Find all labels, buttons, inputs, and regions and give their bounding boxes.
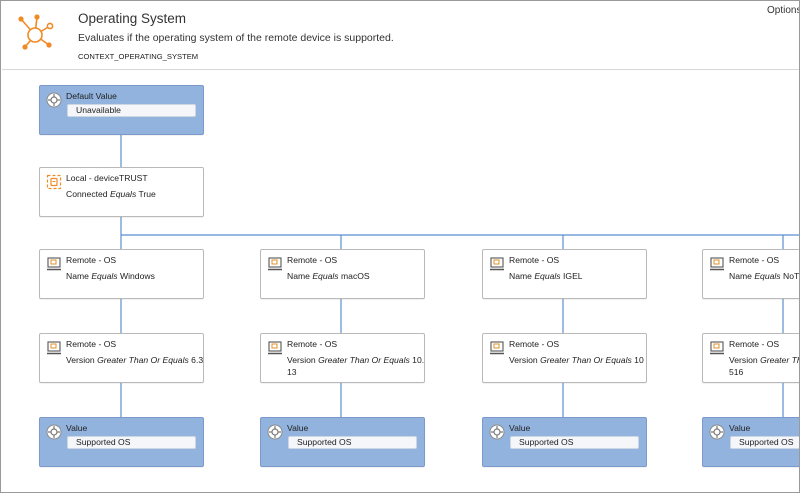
- node-title: Remote - OS: [66, 339, 117, 349]
- node-title: Remote - OS: [287, 255, 338, 265]
- value-field: Supported OS: [510, 436, 639, 449]
- node-condition-wrap: 516: [729, 367, 744, 377]
- remote-computer-icon: [490, 341, 504, 355]
- node-condition-wrap: 13: [287, 367, 297, 377]
- remote-computer-icon: [47, 257, 61, 271]
- node-title: Local - deviceTRUST: [66, 173, 148, 183]
- default-value-field: Unavailable: [67, 104, 196, 117]
- os-version-condition-node[interactable]: Remote - OS Version Greater Than Or Equal…: [39, 333, 204, 383]
- os-version-condition-node[interactable]: Remote - OS Version Greater Th 516: [702, 333, 800, 383]
- os-name-condition-node[interactable]: Remote - OS Name Equals macOS: [260, 249, 425, 299]
- node-title: Remote - OS: [287, 339, 338, 349]
- options-button[interactable]: Options: [767, 5, 800, 16]
- value-field: Supported OS: [67, 436, 196, 449]
- os-version-condition-node[interactable]: Remote - OS Version Greater Than Or Equal…: [260, 333, 425, 383]
- node-condition: Version Greater Than Or Equals 10: [509, 355, 644, 365]
- os-name-condition-node[interactable]: Remote - OS Name Equals IGEL: [482, 249, 647, 299]
- node-condition: Name Equals NoT: [729, 271, 800, 281]
- node-title: Remote - OS: [509, 255, 560, 265]
- value-field: Supported OS: [730, 436, 799, 449]
- node-title: Remote - OS: [729, 255, 780, 265]
- node-title: Value: [287, 423, 309, 433]
- node-title: Remote - OS: [509, 339, 560, 349]
- node-condition: Name Equals Windows: [66, 271, 155, 281]
- node-condition: Version Greater Than Or Equals 10.: [287, 355, 425, 365]
- header-divider: [2, 69, 799, 70]
- gear-target-icon: [46, 92, 62, 108]
- hub-network-icon: [18, 14, 54, 50]
- node-condition: Connected Equals True: [66, 189, 156, 199]
- local-devicetrust-node[interactable]: Local - deviceTRUST Connected Equals Tru…: [39, 167, 204, 217]
- remote-computer-icon: [268, 257, 282, 271]
- devicetrust-local-icon: [46, 174, 62, 190]
- node-condition: Version Greater Th: [729, 355, 800, 365]
- os-name-condition-node[interactable]: Remote - OS Name Equals NoT: [702, 249, 800, 299]
- page-title: Operating System: [78, 11, 187, 26]
- node-title: Value: [66, 423, 88, 433]
- gear-target-icon: [267, 424, 283, 440]
- os-name-condition-node[interactable]: Remote - OS Name Equals Windows: [39, 249, 204, 299]
- os-version-condition-node[interactable]: Remote - OS Version Greater Than Or Equal…: [482, 333, 647, 383]
- node-condition: Version Greater Than Or Equals 6.3: [66, 355, 204, 365]
- node-condition: Name Equals IGEL: [509, 271, 583, 281]
- remote-computer-icon: [710, 257, 724, 271]
- default-value-node[interactable]: Default Value Unavailable: [39, 85, 204, 135]
- page-description: Evaluates if the operating system of the…: [78, 32, 394, 44]
- node-title: Value: [509, 423, 531, 433]
- node-title: Remote - OS: [66, 255, 117, 265]
- remote-computer-icon: [268, 341, 282, 355]
- gear-target-icon: [46, 424, 62, 440]
- node-condition: Name Equals macOS: [287, 271, 370, 281]
- remote-computer-icon: [490, 257, 504, 271]
- node-title: Value: [729, 423, 751, 433]
- gear-target-icon: [709, 424, 725, 440]
- context-identifier: CONTEXT_OPERATING_SYSTEM: [78, 52, 199, 61]
- node-title: Default Value: [66, 91, 117, 101]
- remote-computer-icon: [710, 341, 724, 355]
- value-field: Supported OS: [288, 436, 417, 449]
- remote-computer-icon: [47, 341, 61, 355]
- gear-target-icon: [489, 424, 505, 440]
- node-title: Remote - OS: [729, 339, 780, 349]
